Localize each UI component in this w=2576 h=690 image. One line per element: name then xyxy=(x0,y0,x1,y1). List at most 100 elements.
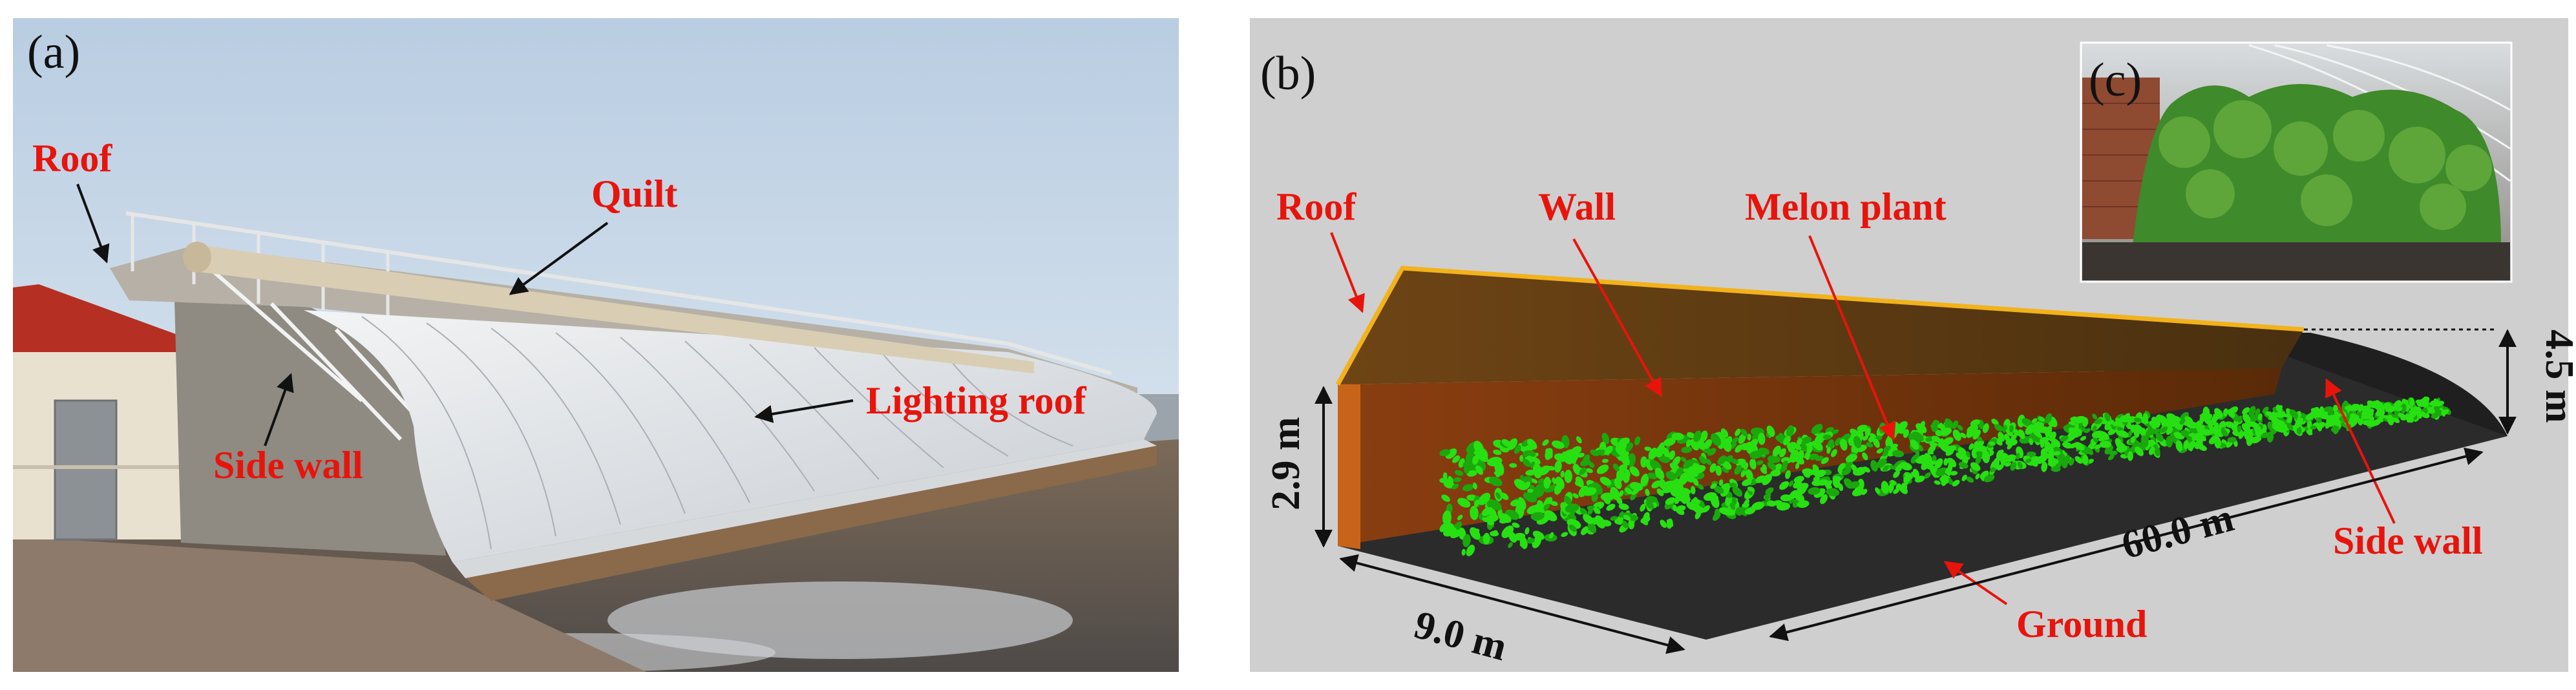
melon-plant-leaf xyxy=(1578,485,1589,497)
melon-plant-leaf xyxy=(1585,468,1593,474)
melon-plant-leaf xyxy=(2251,435,2262,443)
melon-plant-leaf xyxy=(1939,427,1952,436)
melon-plant-leaf xyxy=(1645,488,1650,496)
melon-plant-leaf xyxy=(2092,425,2097,432)
melon-plant-leaf xyxy=(2029,438,2034,445)
small-building xyxy=(13,284,184,541)
melon-plant-leaf xyxy=(1645,496,1658,503)
melon-plant-leaf xyxy=(1808,441,1815,447)
melon-plant-leaf xyxy=(1520,475,1525,481)
melon-plant-leaf xyxy=(1756,460,1764,465)
melon-plant-leaf xyxy=(2441,410,2446,417)
melon-plant-leaf xyxy=(1668,450,1676,460)
melon-plant-leaf xyxy=(2151,419,2158,430)
melon-plant-leaf xyxy=(1731,437,1739,444)
melon-plant-leaf xyxy=(2045,413,2053,424)
melon-plant-leaf xyxy=(1579,508,1588,516)
melon-plant-leaf xyxy=(1786,425,1795,437)
melon-plant-leaf xyxy=(1500,492,1509,500)
melon-plant-leaf xyxy=(1738,433,1746,444)
melon-plant-leaf xyxy=(1945,418,1954,429)
melon-plant-leaf xyxy=(1903,429,1909,438)
melon-plant-leaf xyxy=(1519,541,1527,547)
melon-plant-leaf xyxy=(1743,462,1749,470)
melon-plant-leaf xyxy=(1483,532,1490,545)
model-roof-edge xyxy=(1335,266,2305,386)
melon-plant-leaf xyxy=(2199,426,2205,432)
melon-plant-leaf xyxy=(1552,477,1557,485)
melon-plant-leaf xyxy=(1619,490,1624,497)
melon-plant-leaf xyxy=(1675,507,1685,516)
stair-rails xyxy=(212,269,416,441)
melon-plant-field xyxy=(1439,396,2451,556)
melon-plant-leaf xyxy=(1624,442,1634,452)
melon-plant-leaf xyxy=(1519,455,1524,462)
melon-plant-leaf xyxy=(1832,429,1839,434)
melon-plant-leaf xyxy=(1825,426,1834,434)
melon-plant-leaf xyxy=(2031,418,2038,424)
melon-plant-leaf xyxy=(1796,438,1802,446)
melon-plant-leaf xyxy=(1671,478,1680,490)
melon-plant-leaf xyxy=(2186,421,2198,429)
melon-plant-leaf xyxy=(1542,439,1549,446)
melon-plant-leaf xyxy=(1452,455,1461,463)
melon-plant-leaf xyxy=(1713,485,1724,494)
melon-plant-leaf xyxy=(1910,439,1919,450)
melon-plant-leaf xyxy=(1481,507,1494,516)
melon-plant-leaf xyxy=(1967,428,1976,436)
quilt-roll-end xyxy=(183,242,211,273)
melon-plant-leaf xyxy=(1931,419,1939,432)
arrow-side-wall-a xyxy=(264,373,294,446)
melon-plant-leaf xyxy=(1660,519,1667,528)
melon-plant-leaf xyxy=(1498,513,1512,523)
melon-plant-leaf xyxy=(1619,511,1624,518)
melon-plant-leaf xyxy=(2254,424,2262,435)
melon-plant-leaf xyxy=(2033,422,2044,429)
melon-plant-leaf xyxy=(1564,470,1572,483)
melon-plant-leaf xyxy=(1705,458,1712,465)
melon-plant-leaf xyxy=(1620,439,1627,450)
melon-plant-leaf xyxy=(2009,424,2014,432)
melon-plant-leaf xyxy=(1534,483,1544,497)
melon-plant-leaf xyxy=(2195,438,2203,450)
melon-plant-leaf xyxy=(1514,445,1521,454)
label-side-wall-b: Side wall xyxy=(2333,519,2483,562)
panel-a-letter: (a) xyxy=(27,26,80,79)
melon-plant-leaf xyxy=(1564,496,1572,505)
melon-plant-leaf xyxy=(1603,445,1613,455)
melon-plant-leaf xyxy=(2248,406,2256,416)
melon-plant-leaf xyxy=(2094,418,2103,424)
melon-plant-leaf xyxy=(1747,434,1751,441)
melon-plant-leaf xyxy=(1710,495,1720,508)
melon-plant-leaf xyxy=(1532,536,1542,549)
melon-plant-leaf xyxy=(2080,435,2087,441)
melon-plant-leaf xyxy=(1590,449,1599,457)
melon-plant-leaf xyxy=(2133,417,2142,423)
panel-c-letter: (c) xyxy=(2089,54,2142,107)
melon-plant-leaf xyxy=(1988,441,1996,446)
melon-plant-leaf xyxy=(2223,408,2228,417)
melon-plant-leaf xyxy=(1671,432,1684,441)
model-end-wall xyxy=(1338,384,1360,549)
melon-plant-leaf xyxy=(1822,434,1832,440)
melon-plant-leaf xyxy=(1522,459,1531,467)
melon-plant-leaf xyxy=(1731,497,1737,505)
melon-plant-leaf xyxy=(1576,436,1582,444)
melon-plant-leaf xyxy=(2206,413,2213,421)
melon-plant-leaf xyxy=(1640,456,1647,468)
label-wall: Wall xyxy=(1538,185,1616,228)
melon-plant-leaf xyxy=(1526,538,1535,544)
melon-plant-leaf xyxy=(1704,439,1713,449)
melon-plant-leaf xyxy=(1629,482,1643,491)
melon-plant-leaf xyxy=(1693,430,1702,443)
melon-plant-leaf xyxy=(1612,463,1620,472)
melon-plant-leaf xyxy=(1525,527,1530,535)
melon-plant-leaf xyxy=(2384,415,2391,420)
melon-plant-leaf xyxy=(1457,514,1463,521)
melon-plant-leaf xyxy=(1656,488,1664,496)
melon-plant-leaf xyxy=(1675,467,1684,477)
melon-plant-leaf xyxy=(1998,432,2005,442)
melon-plant-leaf xyxy=(2084,428,2091,434)
melon-plant-leaf xyxy=(1740,428,1748,437)
melon-plant-leaf xyxy=(1555,476,1565,490)
